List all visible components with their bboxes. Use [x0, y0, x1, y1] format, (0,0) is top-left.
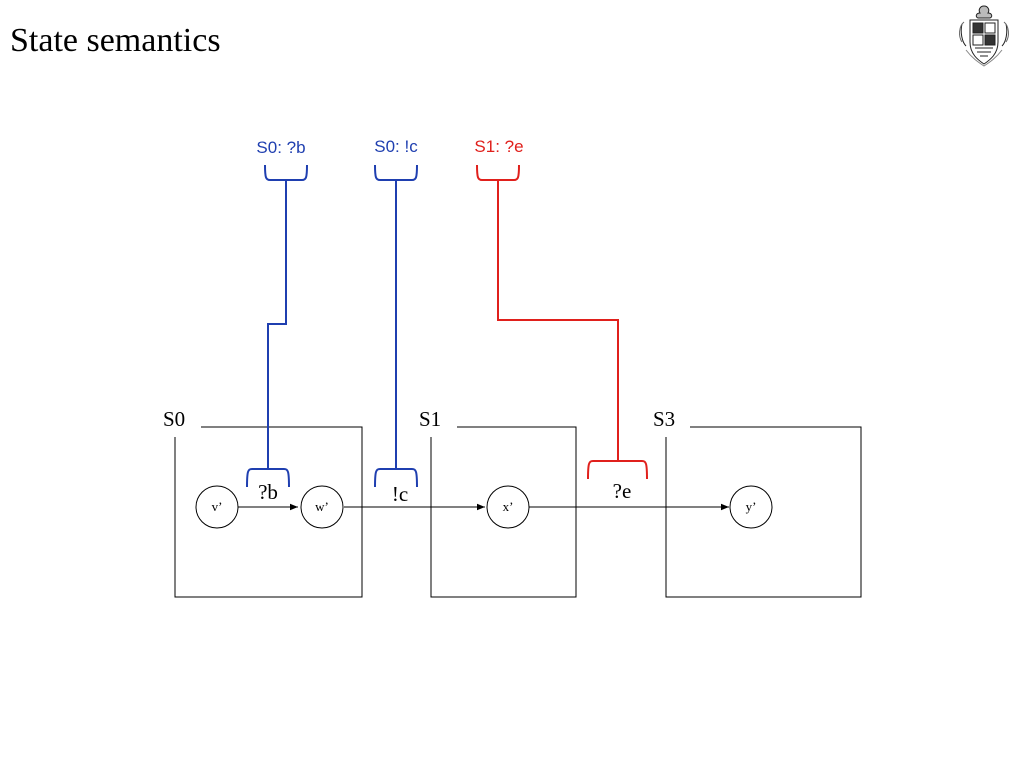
annotation-bracket-top-e [476, 164, 520, 181]
annotation-label-s1-e: S1: ?e [474, 137, 523, 156]
node-v [195, 485, 239, 529]
annotation-bracket-top-b [264, 164, 308, 181]
state-box-s0 [174, 426, 363, 598]
annotation-label-s0-c: S0: !c [374, 137, 418, 156]
annotation-connector-e [497, 180, 619, 461]
node-w [300, 485, 344, 529]
node-y [729, 485, 773, 529]
transition-label-c: !c [392, 482, 408, 506]
college-crest-icon [959, 5, 1009, 67]
annotation-bracket-bottom-e [587, 460, 648, 480]
state-label-s1: S1 [419, 407, 441, 431]
state-box-s1 [430, 426, 577, 598]
annotation-bracket-bottom-b [246, 468, 290, 488]
node-label-w: w’ [315, 499, 329, 514]
annotation-bracket-top-c [374, 164, 418, 181]
node-label-v: v’ [212, 499, 223, 514]
node-label-x: x’ [503, 499, 514, 514]
annotation-bracket-bottom-c [374, 468, 418, 488]
transition-label-b: ?b [258, 480, 278, 504]
page-title: State semantics [10, 22, 221, 59]
state-box-s3 [665, 426, 862, 598]
state-label-s0: S0 [163, 407, 185, 431]
node-label-y: y’ [746, 499, 757, 514]
node-x [486, 485, 530, 529]
annotation-connector-b [267, 180, 287, 469]
state-label-s3: S3 [653, 407, 675, 431]
annotation-label-s0-b: S0: ?b [256, 138, 305, 157]
transition-label-e: ?e [613, 479, 632, 503]
